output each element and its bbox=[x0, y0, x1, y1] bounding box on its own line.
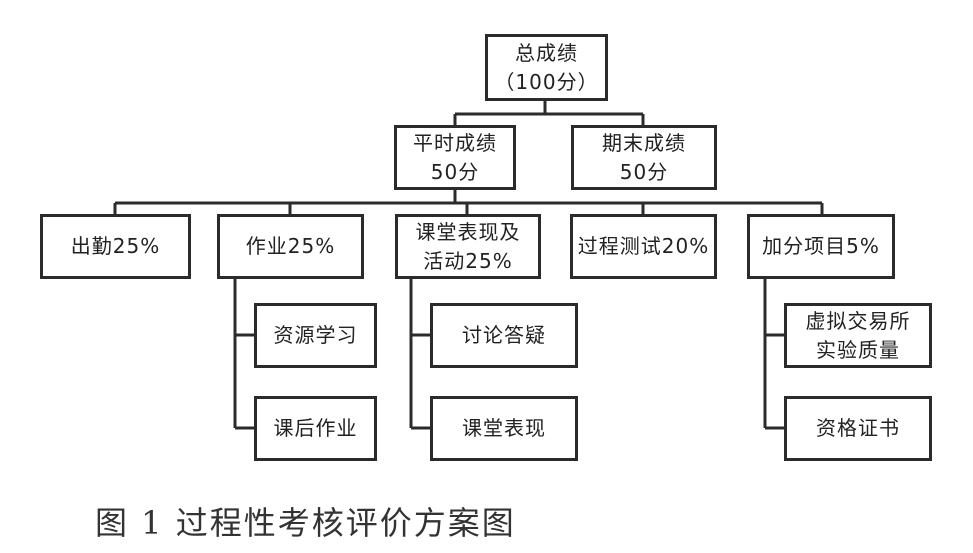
node-resource-learning: 资源学习 bbox=[254, 303, 377, 368]
node-classroom-activity: 课堂表现及 活动25% bbox=[395, 214, 541, 279]
node-classroom-activity-line2: 活动25% bbox=[423, 248, 513, 273]
node-final-score-label: 期末成绩 bbox=[602, 130, 686, 155]
figure-caption: 图 1 过程性考核评价方案图 bbox=[95, 504, 516, 542]
node-class-performance-label: 课堂表现 bbox=[462, 416, 546, 440]
node-qualification-certificate-label: 资格证书 bbox=[816, 416, 900, 440]
node-process-test-label: 过程测试20% bbox=[577, 234, 710, 258]
node-after-class-homework-label: 课后作业 bbox=[273, 416, 358, 440]
node-regular-score-points: 50分 bbox=[430, 159, 480, 184]
node-process-test: 过程测试20% bbox=[570, 214, 717, 279]
node-attendance-label: 出勤25% bbox=[70, 234, 161, 258]
node-total-score-label: 总成绩 bbox=[515, 40, 578, 65]
node-classroom-activity-line1: 课堂表现及 bbox=[415, 219, 521, 244]
node-virtual-exchange-line1: 虚拟交易所 bbox=[805, 308, 911, 333]
node-after-class-homework: 课后作业 bbox=[254, 396, 377, 461]
node-homework: 作业25% bbox=[217, 214, 364, 279]
node-attendance: 出勤25% bbox=[40, 214, 191, 279]
node-regular-score: 平时成绩 50分 bbox=[394, 125, 516, 190]
node-virtual-exchange-line2: 实验质量 bbox=[816, 337, 900, 362]
node-virtual-exchange-quality: 虚拟交易所 实验质量 bbox=[784, 303, 932, 368]
node-bonus-items-label: 加分项目5% bbox=[762, 234, 880, 258]
node-qualification-certificate: 资格证书 bbox=[784, 396, 932, 461]
node-homework-label: 作业25% bbox=[245, 234, 336, 258]
node-resource-learning-label: 资源学习 bbox=[273, 323, 358, 347]
node-discussion-qa-label: 讨论答疑 bbox=[462, 323, 546, 347]
node-final-score-points: 50分 bbox=[619, 159, 669, 184]
node-class-performance: 课堂表现 bbox=[430, 396, 578, 461]
node-regular-score-label: 平时成绩 bbox=[413, 130, 497, 155]
node-bonus-items: 加分项目5% bbox=[747, 214, 895, 279]
node-discussion-qa: 讨论答疑 bbox=[430, 303, 578, 368]
node-final-score: 期末成绩 50分 bbox=[571, 125, 717, 190]
node-total-score: 总成绩 （100分） bbox=[485, 34, 608, 101]
node-total-score-points: （100分） bbox=[494, 69, 599, 94]
